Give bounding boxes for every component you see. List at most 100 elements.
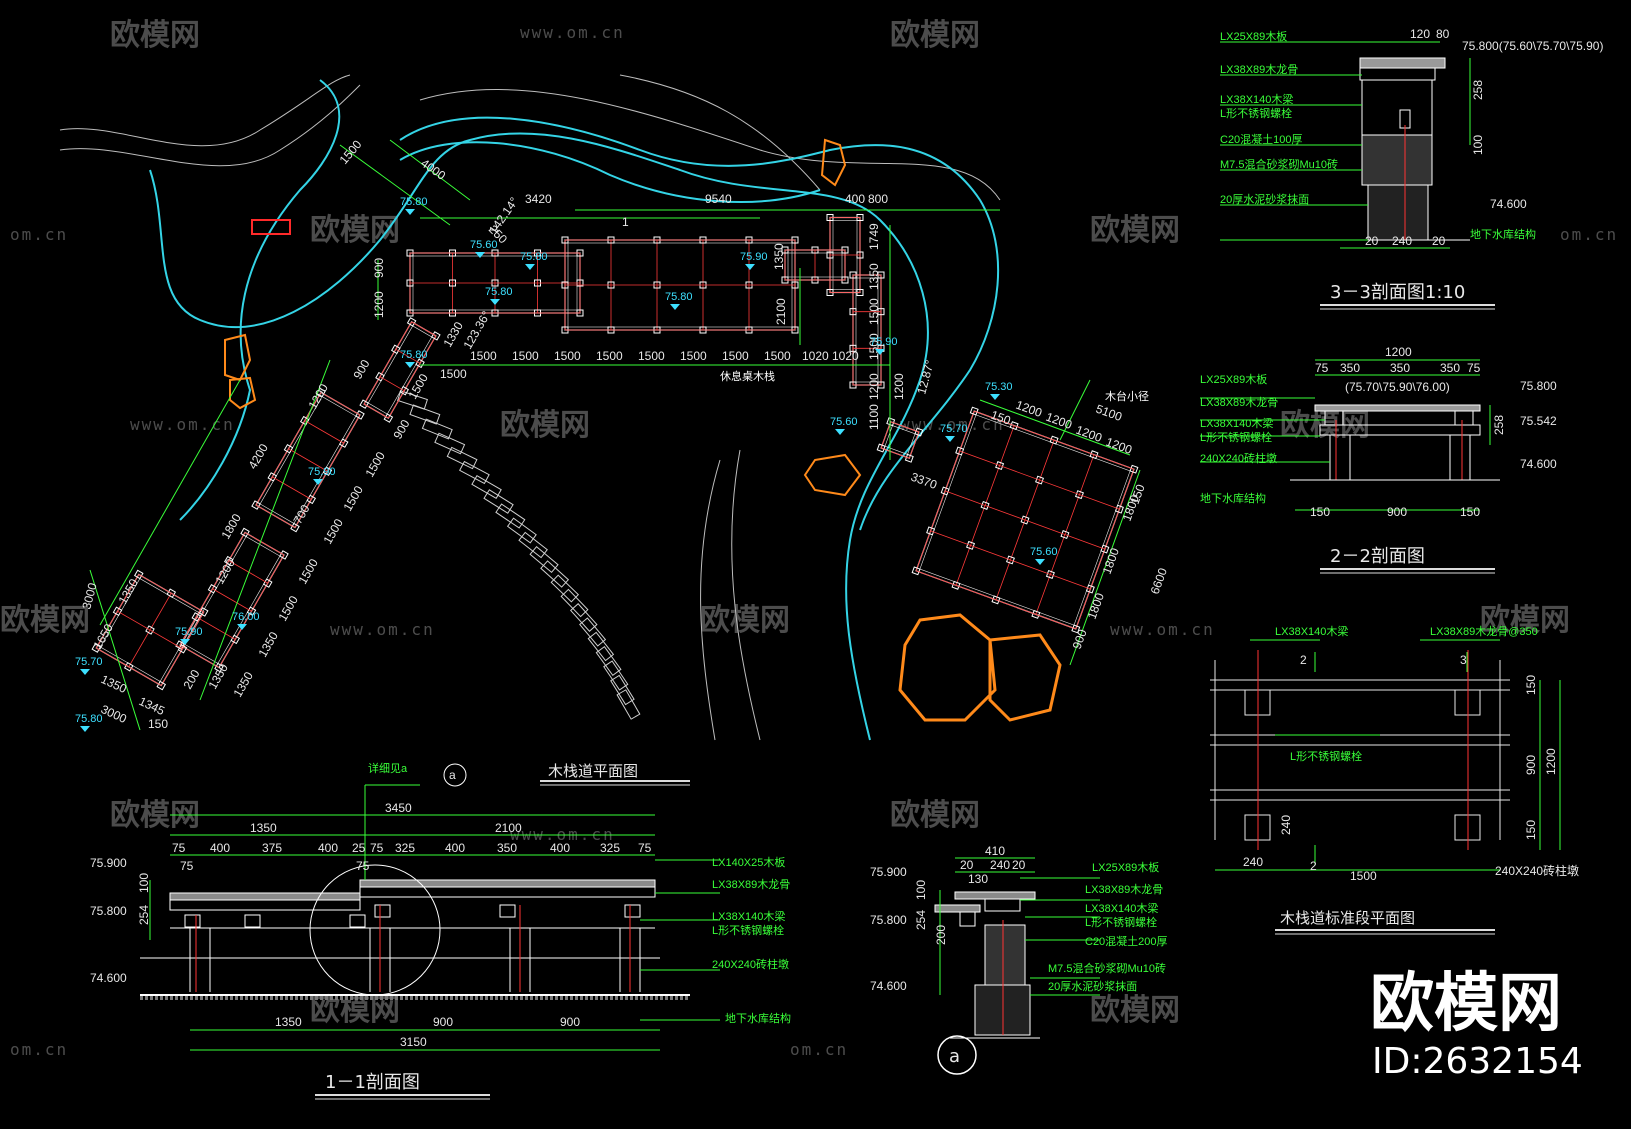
section-1-1-title: 1－1剖面图 — [325, 1072, 420, 1093]
svg-text:75.90: 75.90 — [740, 251, 768, 263]
stepping-stone — [409, 404, 441, 425]
stepping-stone — [587, 631, 615, 662]
watermark-text: 欧模网 — [890, 18, 980, 53]
dim-text: 2100 — [495, 821, 522, 835]
dim-text: 75 — [1315, 361, 1329, 375]
dim-text: 240 — [1392, 234, 1412, 248]
stepping-stone — [529, 545, 559, 574]
dim-text: 1749 — [867, 223, 881, 250]
svg-text:75.60: 75.60 — [1030, 546, 1058, 558]
elev-text: 75.800 — [1520, 379, 1557, 393]
boardwalk-segment — [406, 249, 584, 317]
elevation-marker: 76.00 — [232, 611, 260, 630]
material-label: 20厚水泥砂浆抹面 — [1220, 192, 1309, 206]
watermark-layer: 欧模网欧模网欧模网欧模网欧模网欧模网欧模网欧模网欧模网欧模网欧模网欧模网欧模网w… — [0, 18, 1616, 1059]
dim-text: 1345 — [137, 694, 167, 718]
watermark-text: 欧模网 — [1090, 213, 1180, 248]
dim-text: 75 — [356, 859, 370, 873]
dim-text: 400 — [318, 841, 338, 855]
dim-text: 1500 — [638, 349, 665, 363]
dim-text: 1200 — [1544, 748, 1558, 775]
material-label: LX38X89木龙骨@350 — [1430, 625, 1538, 638]
dim-text: 1500 — [337, 137, 365, 167]
elevation-marker: 75.80 — [75, 713, 103, 732]
dim-text: 100 — [137, 873, 151, 893]
elev-text: 75.900 — [90, 856, 127, 870]
elev-text: 75.800 — [870, 913, 907, 927]
elevation-marker: 75.60 — [1030, 546, 1058, 565]
elevation-marker: 75.90 — [870, 336, 898, 355]
dim-text: 1350 — [230, 669, 256, 699]
dim-text: 1800 — [218, 511, 244, 541]
watermark-url: om.cn — [10, 225, 68, 244]
detail-a-section: 410 20 240 20 130 LX25X89木板 LX38X89木龙骨 L… — [870, 844, 1168, 1075]
material-label: 地下水库结构 — [725, 1011, 791, 1025]
material-label: C20混凝土200厚 — [1085, 934, 1168, 948]
dim-text: 1350 — [250, 821, 277, 835]
dim-text: 150 — [1460, 505, 1480, 519]
note-label: 木台小径 — [1105, 389, 1149, 403]
svg-text:75.30: 75.30 — [985, 381, 1013, 393]
dim-text: 375 — [262, 841, 282, 855]
stepping-stone — [579, 617, 607, 647]
rocks — [224, 138, 1062, 722]
stepping-stone — [595, 646, 622, 676]
dim-text: 1500 — [867, 298, 881, 325]
svg-text:75.90: 75.90 — [870, 336, 898, 348]
stepping-stone — [550, 574, 580, 603]
material-label: LX38X140木梁 — [712, 909, 785, 923]
dim-text: 254 — [137, 905, 151, 925]
water-edge — [149, 79, 1000, 741]
svg-text:75.80: 75.80 — [400, 196, 428, 208]
dim-text: 3150 — [400, 1035, 427, 1049]
dim-text: 1200 — [1014, 398, 1044, 420]
stepping-path — [397, 390, 641, 720]
dim-text: 1500 — [512, 349, 539, 363]
material-label: 240X240砖柱墩 — [1200, 451, 1277, 465]
dim-text: 9540 — [705, 192, 732, 206]
dim-text: 1350 — [772, 243, 786, 270]
dim-text: 150 — [1524, 820, 1538, 840]
elevation-marker: 75.80 — [520, 251, 548, 270]
stepping-stone — [471, 474, 502, 500]
boardwalk-segment — [91, 569, 209, 691]
material-label: 20厚水泥砂浆抹面 — [1048, 979, 1137, 993]
material-label: LX25X89木板 — [1200, 372, 1267, 386]
elev-text: 75.542 — [1520, 414, 1557, 428]
material-label: L形不锈钢螺栓 — [1220, 106, 1292, 120]
svg-text:75.70: 75.70 — [75, 656, 103, 668]
dim-text: 350 — [1390, 361, 1410, 375]
brand-id: ID:2632154 — [1372, 1041, 1583, 1082]
boardwalk-segment — [911, 406, 1139, 634]
dim-text: 1020 — [802, 349, 829, 363]
elevation-marker: 75.80 — [665, 291, 693, 310]
material-label: LX38X89木龙骨 — [712, 878, 790, 891]
standard-segment-plan: LX38X140木梁 LX38X89木龙骨@350 L形不锈钢螺栓 240X24… — [1210, 624, 1579, 935]
material-label: C20混凝土100厚 — [1220, 132, 1303, 146]
material-label: LX38X140木梁 — [1200, 416, 1273, 430]
stepping-stone — [610, 674, 635, 706]
dim-text: 100 — [914, 880, 928, 900]
dim-text: 1500 — [867, 333, 881, 360]
dim-text: 900 — [372, 258, 386, 278]
material-label: LX38X89木龙骨 — [1085, 883, 1163, 896]
dim-text: 1200 — [1074, 423, 1104, 445]
section-2-2: 1200 75 350 350 350 75 (75.70\75.90\76.0… — [1200, 345, 1557, 574]
dim-text: 1650 — [90, 621, 116, 651]
dim-text: 3000 — [79, 581, 100, 611]
dim-text: 900 — [1070, 627, 1090, 651]
dim-text: 1500 — [362, 449, 388, 479]
dim-text: 1500 — [295, 556, 321, 586]
elevation-marker: 75.60 — [470, 239, 498, 258]
dim-text: 1500 — [722, 349, 749, 363]
section-1-1: a 详细见a 3450 1350 2100 75 400 375 400 25 … — [90, 761, 791, 1100]
dim-text: 25 — [352, 841, 366, 855]
dim-text: 75 — [1467, 361, 1481, 375]
dim-text: 1800 — [1100, 546, 1122, 576]
dim-text: 150 — [989, 408, 1013, 428]
watermark-text: 欧模网 — [0, 603, 90, 638]
material-label: 详细见a — [368, 761, 408, 775]
material-label: 240X240砖柱墩 — [712, 957, 789, 971]
svg-text:76.00: 76.00 — [232, 611, 260, 623]
dim-text: 258 — [1471, 80, 1485, 100]
